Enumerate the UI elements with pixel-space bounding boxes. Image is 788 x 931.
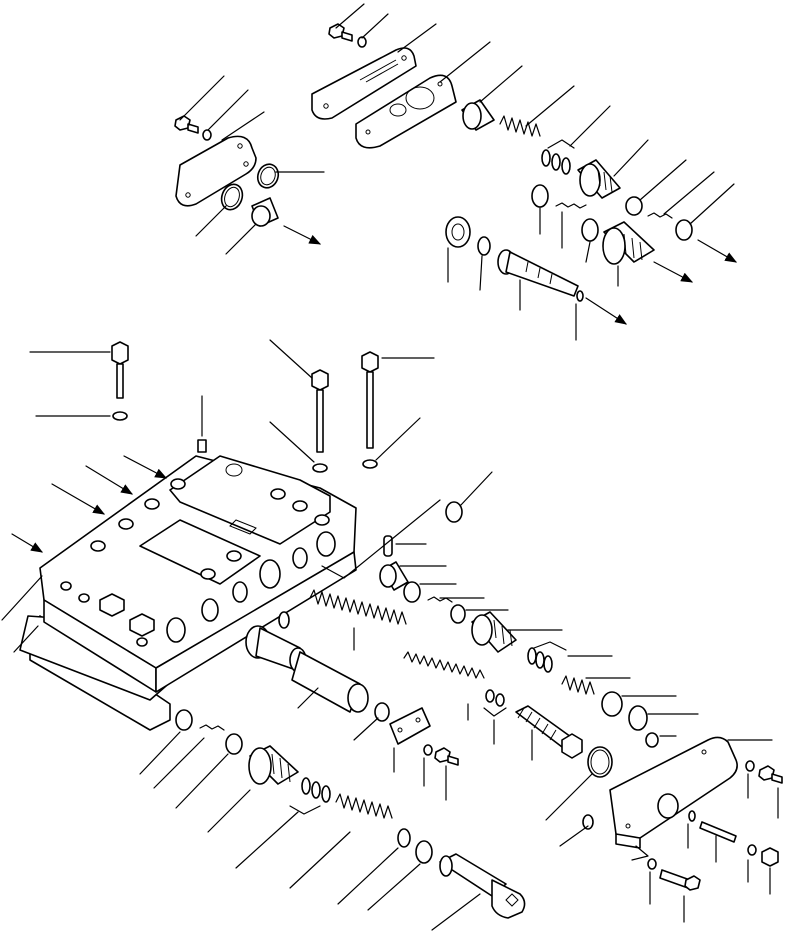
threaded-rod <box>515 705 583 759</box>
spool-bottom <box>248 745 299 785</box>
bottom-valve-group <box>139 709 526 931</box>
long-spring-a <box>309 589 407 625</box>
retainer-plate <box>389 707 431 745</box>
plug-small-mid <box>645 732 659 748</box>
long-bolt-left <box>111 341 129 399</box>
small-cover-group <box>174 75 325 255</box>
ball-right <box>688 810 696 822</box>
washer-bottom <box>397 828 411 848</box>
washer-right-b <box>747 844 757 856</box>
washer-center <box>312 463 328 473</box>
spring-small-b <box>647 212 673 219</box>
o-ring-piston <box>278 611 290 629</box>
washer-right-c <box>647 858 657 870</box>
port-f <box>316 531 336 557</box>
cover-plate-small <box>175 135 257 207</box>
bolt-plate <box>434 747 459 766</box>
spool-mid <box>471 611 517 653</box>
port-a <box>166 617 186 643</box>
washer-top <box>357 36 367 48</box>
spring-bottom <box>335 793 393 819</box>
seat-mid <box>403 581 421 603</box>
body-holes <box>60 478 330 647</box>
port-b <box>201 598 219 622</box>
shim-top-c <box>561 157 571 175</box>
valve-body <box>1 455 357 731</box>
middle-spool-stack <box>321 471 699 748</box>
nut-left <box>445 216 471 248</box>
washer-left <box>112 411 128 421</box>
nut-right <box>761 847 779 867</box>
seat-b <box>625 196 643 216</box>
o-ring-piston-b <box>374 702 390 722</box>
spring-bottom-small <box>199 724 225 731</box>
o-ring-large <box>587 746 613 778</box>
port-e <box>292 547 308 569</box>
piston-main <box>245 625 369 713</box>
plug-right <box>582 814 594 830</box>
cam-cylinder <box>379 561 409 591</box>
seat-mid-b <box>450 604 466 624</box>
boss-a <box>99 593 125 617</box>
long-bolt-center <box>311 369 329 453</box>
spool-large-top <box>602 221 655 265</box>
spring-mid <box>561 675 595 695</box>
top-plates-group <box>311 3 491 149</box>
port-d <box>259 559 281 589</box>
seat-bottom <box>175 709 193 731</box>
washer-plate <box>423 744 433 756</box>
top-right-valve-group <box>445 65 738 341</box>
piston-long <box>497 249 579 297</box>
plug-top-right <box>675 219 693 241</box>
o-ring-bottom <box>415 840 433 864</box>
long-parts <box>245 589 613 821</box>
stud-right <box>699 821 737 843</box>
long-spring-b <box>403 651 485 679</box>
right-cover-group <box>559 736 783 923</box>
seat-a <box>531 184 549 208</box>
spool-top <box>577 159 621 199</box>
o-ring-mid <box>445 501 463 523</box>
bolt-top <box>328 23 353 42</box>
seat-bottom-b <box>225 733 243 755</box>
spring-mid-small <box>427 596 453 603</box>
washer-right-a <box>745 760 755 772</box>
o-ring-b <box>220 183 244 211</box>
long-bolt-right <box>361 351 379 449</box>
plug-bottom <box>439 853 526 919</box>
o-ring-a <box>256 163 280 189</box>
boss-b <box>129 613 155 637</box>
cover-bolt-small <box>174 115 199 134</box>
washer-right <box>362 459 378 469</box>
plug-stud <box>197 439 207 453</box>
pin <box>383 535 393 557</box>
bolt-right-a <box>758 765 783 784</box>
end-cover <box>609 736 738 842</box>
plug-small <box>251 197 279 227</box>
plug-mid <box>601 691 623 717</box>
shim-top-b <box>551 153 561 171</box>
shim-top-a <box>541 149 551 167</box>
seat-c <box>581 218 599 242</box>
small-plate-group <box>389 707 459 801</box>
body-bolts <box>29 339 435 473</box>
bolt-right-b <box>659 869 701 891</box>
spring-small-a <box>555 202 587 209</box>
port-c <box>232 581 248 603</box>
o-ring-c <box>477 236 491 256</box>
washer-small <box>202 129 212 141</box>
ball <box>576 290 584 302</box>
valve-sleeve-top <box>461 99 495 131</box>
o-ring-mid-b <box>628 705 648 731</box>
spring-top <box>499 115 541 137</box>
